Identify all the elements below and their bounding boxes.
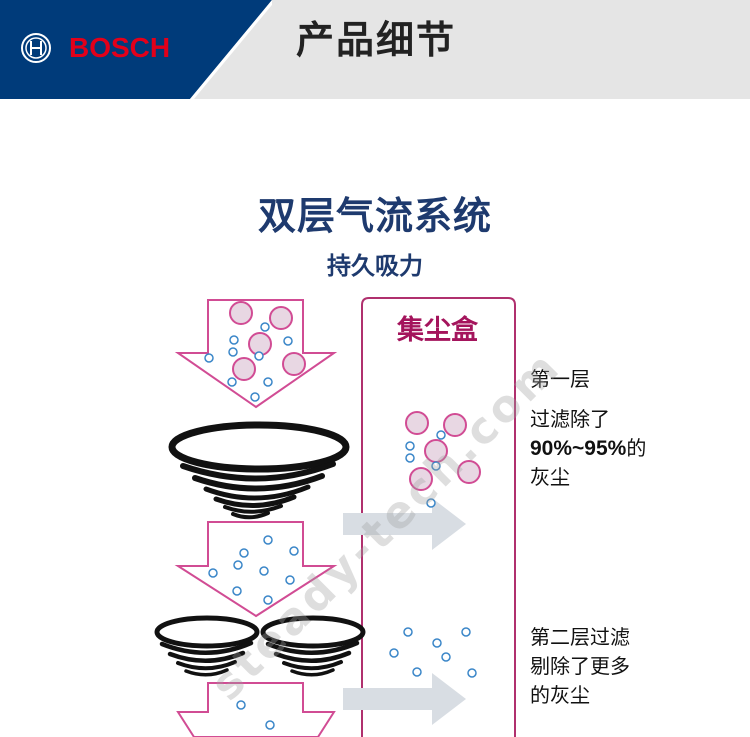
dust-particle-icon bbox=[389, 627, 477, 678]
right-arrow-icon bbox=[343, 673, 466, 725]
dust-box-outline bbox=[361, 297, 516, 737]
down-arrow-icon bbox=[176, 682, 336, 737]
second-layer-line2: 剔除了更多 bbox=[530, 654, 630, 678]
second-layer-line3: 的灰尘 bbox=[530, 683, 590, 707]
dust-box-label: 集尘盒 bbox=[397, 315, 478, 346]
first-layer-description: 第一层 过滤除了 90%~95%的 灰尘 bbox=[530, 365, 646, 492]
cyclone-icon bbox=[260, 615, 366, 677]
down-arrow-icon bbox=[174, 299, 338, 409]
cyclone-icon bbox=[168, 421, 350, 520]
right-arrow-icon bbox=[343, 498, 466, 550]
brand-band bbox=[0, 0, 272, 99]
dust-particle-icon bbox=[405, 411, 481, 508]
page-subtitle: 持久吸力 bbox=[327, 252, 423, 280]
page-header: BOSCH 产品细节 bbox=[0, 0, 750, 99]
first-layer-line3-rest: 的 bbox=[626, 436, 647, 460]
bosch-logo-icon bbox=[21, 33, 51, 63]
down-arrow-icon bbox=[174, 521, 338, 618]
header-title: 产品细节 bbox=[296, 18, 457, 62]
first-layer-line1: 第一层 bbox=[530, 367, 590, 391]
second-layer-description: 第二层过滤 剔除了更多 的灰尘 bbox=[530, 623, 630, 710]
first-layer-line4: 灰尘 bbox=[530, 465, 570, 489]
filter-percentage: 90%~95% bbox=[530, 437, 627, 460]
brand-name: BOSCH bbox=[69, 32, 171, 63]
page-title: 双层气流系统 bbox=[257, 194, 492, 238]
first-layer-line3: 90%~95%的 bbox=[530, 434, 646, 463]
second-layer-line1: 第二层过滤 bbox=[530, 625, 630, 649]
cyclone-icon bbox=[154, 615, 260, 677]
first-layer-line2: 过滤除了 bbox=[530, 407, 610, 431]
